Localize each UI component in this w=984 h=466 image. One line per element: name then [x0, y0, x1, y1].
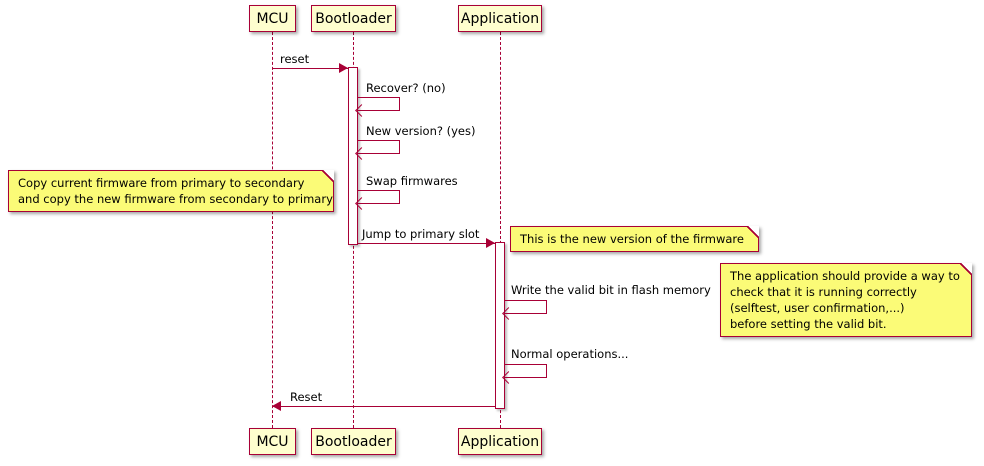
- participant-mcu-top: MCU: [249, 5, 296, 32]
- activation-bootloader: [348, 67, 358, 245]
- participant-application-bottom: Application: [458, 428, 542, 455]
- self-arrow-swap-side-line: [399, 190, 400, 204]
- message-label-write-valid-bit: Write the valid bit in flash memory: [511, 283, 711, 297]
- activation-application: [495, 242, 505, 409]
- message-label-new-version: New version? (yes): [366, 124, 476, 138]
- arrow-reset-back-head-icon: [272, 401, 281, 411]
- self-arrow-validbit-side-line: [546, 300, 547, 314]
- arrow-jump-head-icon: [486, 238, 495, 248]
- self-arrow-validbit-top-line: [505, 300, 547, 301]
- self-arrow-recover-bottom-line: [358, 110, 400, 111]
- self-arrow-newversion-side-line: [399, 140, 400, 154]
- arrow-reset-back-line: [272, 406, 495, 407]
- self-arrow-swap-bottom-line: [358, 203, 400, 204]
- message-label-swap: Swap firmwares: [366, 174, 458, 188]
- self-arrow-normalops-bottom-line: [505, 377, 547, 378]
- self-arrow-newversion-bottom-line: [358, 153, 400, 154]
- self-arrow-validbit-bottom-line: [505, 313, 547, 314]
- participant-application-top: Application: [458, 5, 542, 32]
- note-valid-bit: The application should provide a way to …: [720, 263, 972, 337]
- message-label-normal-ops: Normal operations...: [511, 347, 629, 361]
- message-label-reset-back: Reset: [290, 390, 323, 404]
- self-arrow-recover-side-line: [399, 97, 400, 111]
- arrow-reset-line: [272, 68, 348, 69]
- participant-mcu-bottom: MCU: [249, 428, 296, 455]
- self-arrow-swap-top-line: [358, 190, 400, 191]
- self-arrow-normalops-side-line: [546, 364, 547, 378]
- participant-bootloader-top: Bootloader: [311, 5, 396, 32]
- lifeline-application: [500, 32, 501, 428]
- self-arrow-newversion-top-line: [358, 140, 400, 141]
- arrow-jump-line: [358, 243, 495, 244]
- message-label-jump: Jump to primary slot: [362, 227, 480, 241]
- lifeline-mcu: [272, 32, 273, 428]
- self-arrow-normalops-top-line: [505, 364, 547, 365]
- message-label-recover: Recover? (no): [366, 81, 446, 95]
- arrow-reset-head-icon: [339, 63, 348, 73]
- note-copy-firmware: Copy current firmware from primary to se…: [8, 170, 334, 212]
- self-arrow-recover-top-line: [358, 97, 400, 98]
- participant-bootloader-bottom: Bootloader: [311, 428, 396, 455]
- note-new-firmware: This is the new version of the firmware: [510, 226, 759, 252]
- message-label-reset: reset: [280, 52, 310, 66]
